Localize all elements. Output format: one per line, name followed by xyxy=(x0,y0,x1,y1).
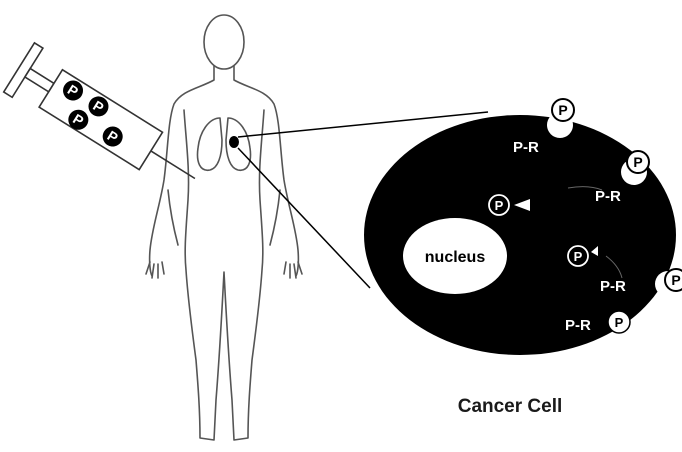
bound-p-molecule: P xyxy=(552,99,574,121)
cancer-cell: nucleus P P P P-R P-R P-R P-R P P xyxy=(364,99,682,355)
internal-p-molecule: P xyxy=(608,311,630,333)
tumor-spot xyxy=(229,136,239,148)
left-lung xyxy=(198,118,223,170)
zoom-line-bottom xyxy=(238,148,370,288)
svg-text:P: P xyxy=(574,249,583,264)
plunger-handle xyxy=(4,43,43,97)
syringe: P P P P xyxy=(4,43,211,202)
bound-p-molecule: P xyxy=(627,151,649,173)
pr-label: P-R xyxy=(565,317,591,334)
left-hand xyxy=(146,262,164,278)
svg-text:P: P xyxy=(558,102,567,118)
human-body-figure xyxy=(146,15,302,440)
pr-label: P-R xyxy=(513,139,539,156)
pr-label: P-R xyxy=(600,278,626,295)
syringe-barrel xyxy=(39,70,162,170)
body-outline xyxy=(150,66,299,440)
plunger-rod xyxy=(25,68,54,91)
svg-text:P: P xyxy=(615,315,624,330)
cancer-cell-caption: Cancer Cell xyxy=(430,396,590,418)
pr-label: P-R xyxy=(595,188,621,205)
nucleus-label: nucleus xyxy=(425,249,486,266)
svg-text:P: P xyxy=(495,198,504,213)
svg-text:P: P xyxy=(671,272,680,288)
right-hand xyxy=(284,262,302,278)
bound-p-molecule: P xyxy=(665,269,682,291)
svg-text:P: P xyxy=(633,154,642,170)
head xyxy=(204,15,244,69)
